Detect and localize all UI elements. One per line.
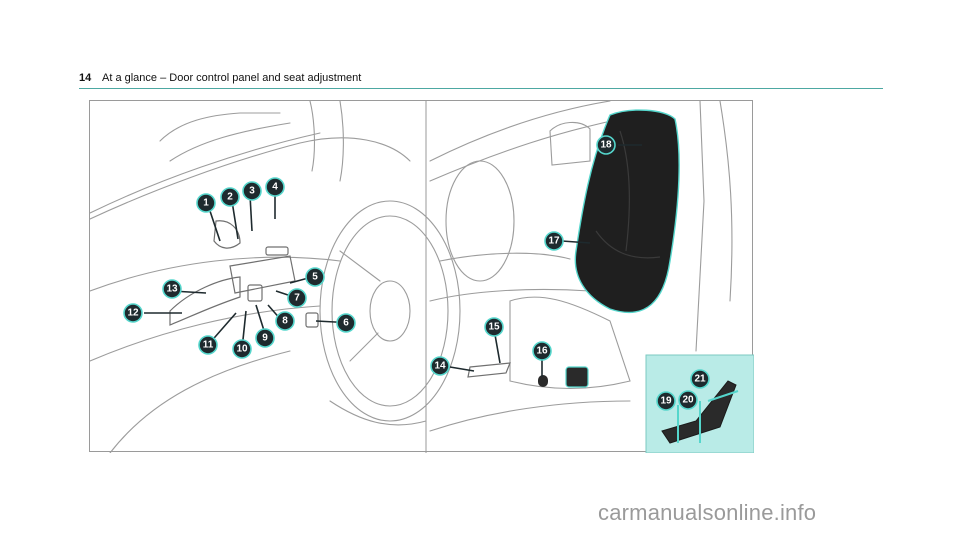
callout-15: 15	[484, 317, 504, 337]
callout-10: 10	[232, 339, 252, 359]
callout-20-label: 20	[682, 395, 694, 406]
callout-17-label: 17	[548, 236, 560, 247]
callout-1-label: 1	[203, 198, 209, 209]
callout-5-label: 5	[312, 272, 318, 283]
callout-20: 20	[678, 390, 698, 410]
callout-2-label: 2	[227, 192, 233, 203]
callout-9-label: 9	[262, 333, 268, 344]
callout-10-label: 10	[236, 344, 248, 355]
callout-11-label: 11	[203, 340, 214, 351]
callout-4: 4	[265, 177, 285, 197]
callout-16-label: 16	[536, 346, 548, 357]
callout-18-label: 18	[600, 140, 612, 151]
callout-5: 5	[305, 267, 325, 287]
illustration-svg: 1 2 3 4 5 6 7 8 9 10 11 12 13 14 15 16 1…	[90, 101, 754, 453]
callout-6: 6	[336, 313, 356, 333]
callout-21: 21	[690, 369, 710, 389]
callout-7-label: 7	[294, 293, 300, 304]
page-number: 14	[79, 72, 92, 84]
door-panel-illustration	[90, 101, 461, 453]
callout-13: 13	[162, 279, 182, 299]
page-title: At a glance – Door control panel and sea…	[102, 72, 362, 84]
callout-14: 14	[430, 356, 450, 376]
header-divider	[79, 88, 883, 89]
callout-11: 11	[198, 335, 218, 355]
callout-19-label: 19	[660, 396, 672, 407]
callout-6-label: 6	[343, 318, 349, 329]
callout-4-label: 4	[272, 182, 278, 193]
watermark: carmanualsonline.info	[598, 500, 817, 525]
illustration-figure: 1 2 3 4 5 6 7 8 9 10 11 12 13 14 15 16 1…	[89, 100, 754, 453]
callout-17: 17	[544, 231, 564, 251]
callout-13-label: 13	[166, 284, 178, 295]
seat-illustration	[429, 101, 733, 432]
callout-14-label: 14	[434, 361, 446, 372]
callout-16: 16	[532, 341, 552, 361]
callout-15-label: 15	[488, 322, 500, 333]
callout-9: 9	[255, 328, 275, 348]
callout-8-label: 8	[282, 316, 288, 327]
callout-12: 12	[123, 303, 143, 323]
callout-19: 19	[656, 391, 676, 411]
callout-1: 1	[196, 193, 216, 213]
callout-2: 2	[220, 187, 240, 207]
callout-18: 18	[596, 135, 616, 155]
callout-3-label: 3	[249, 186, 255, 197]
callout-21-label: 21	[694, 374, 706, 385]
callout-7: 7	[287, 288, 307, 308]
callout-12-label: 12	[127, 308, 139, 319]
callout-3: 3	[242, 181, 262, 201]
callout-8: 8	[275, 311, 295, 331]
